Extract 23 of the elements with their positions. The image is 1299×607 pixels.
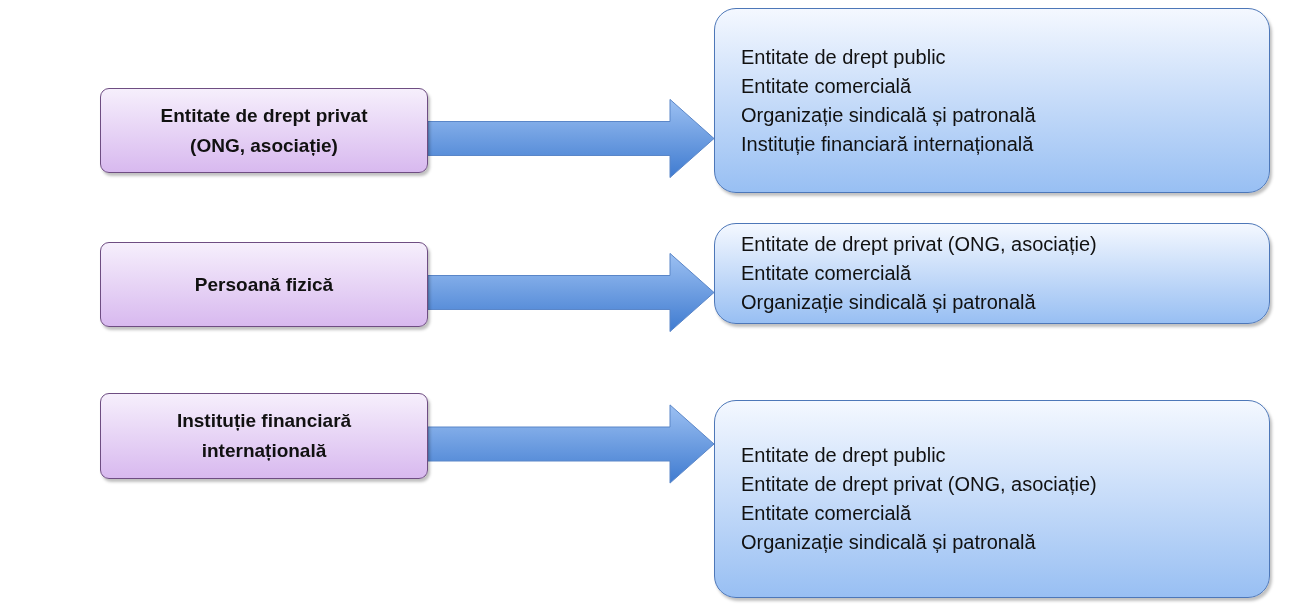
- list-item: Instituție financiară internațională: [741, 131, 1034, 157]
- source-box: [100, 393, 428, 479]
- block-arrow: [427, 98, 715, 179]
- list-item: Entitate comercială: [741, 501, 912, 526]
- block-arrow: [427, 404, 715, 484]
- box-title: Instituție financiară internațională: [175, 409, 353, 463]
- list-item: Entitate de drept privat (ONG, asociație): [741, 472, 1097, 497]
- target-box: [714, 223, 1270, 324]
- target-box: [714, 400, 1270, 598]
- list-item: Organizație sindicală și patronală: [741, 290, 1036, 315]
- block-arrow: [427, 252, 715, 333]
- box-title: Entitate de drept privat (ONG, asociație): [159, 103, 369, 158]
- source-box: [100, 242, 428, 327]
- box-title: Persoană fizică: [194, 272, 334, 297]
- list-item: Entitate de drept public: [741, 443, 946, 468]
- list-item: Entitate de drept privat (ONG, asociație): [741, 232, 1097, 257]
- list-item: Entitate comercială: [741, 261, 912, 286]
- list-item: Organizație sindicală și patronală: [741, 530, 1036, 555]
- list-item: Entitate comercială: [741, 73, 912, 99]
- list-item: Entitate de drept public: [741, 44, 946, 70]
- list-item: Organizație sindicală și patronală: [741, 102, 1036, 128]
- target-box: [714, 8, 1270, 193]
- source-box: [100, 88, 428, 173]
